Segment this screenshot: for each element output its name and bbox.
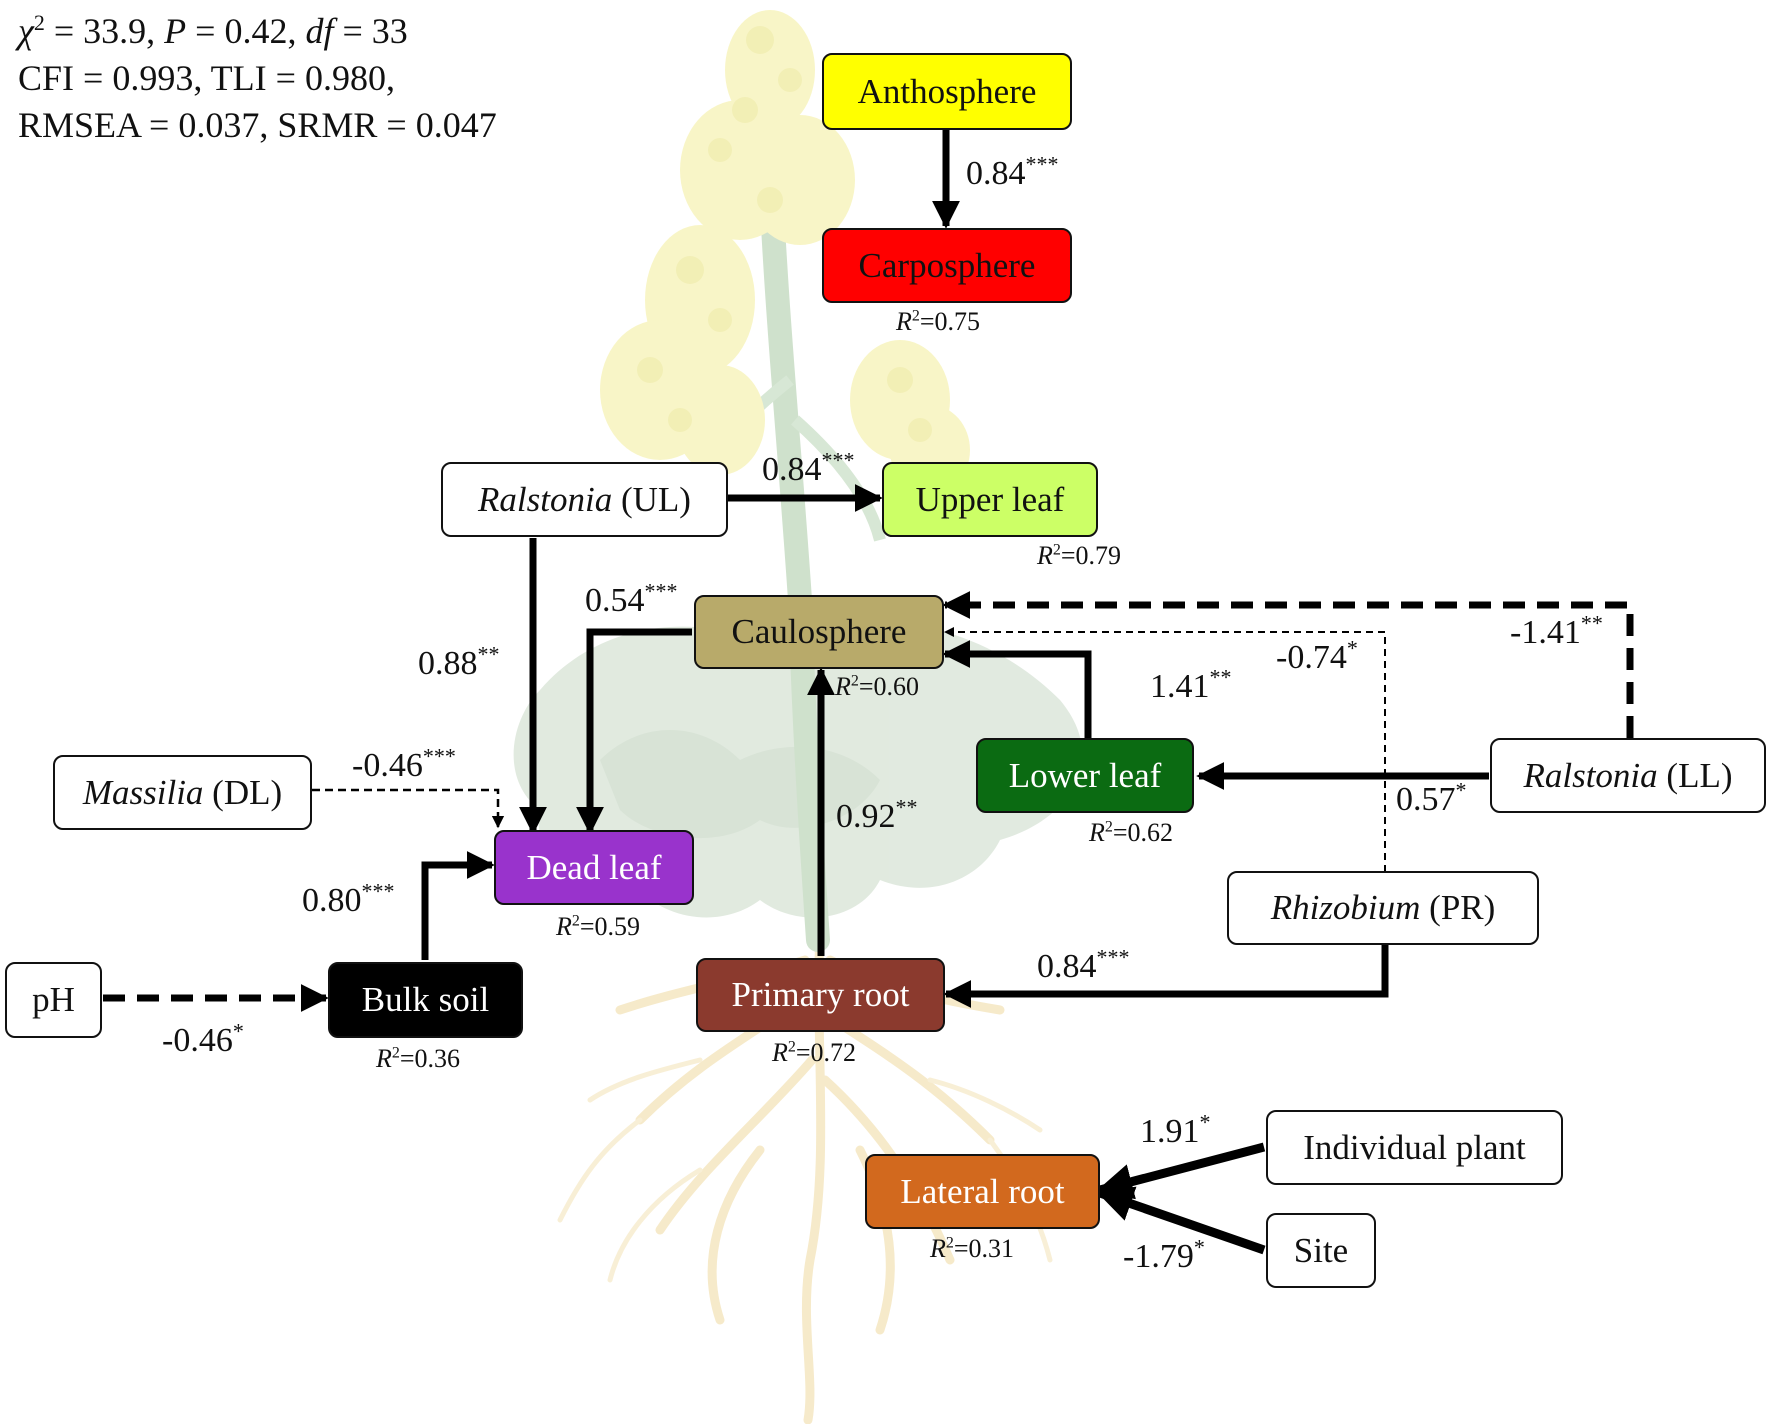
arrow-bulk-soil-dead-leaf [421,851,495,960]
node-dead-leaf: Dead leaf [494,830,694,905]
arrow-site-lateral-root [1096,1186,1266,1255]
node-upper-leaf: Upper leaf [882,462,1098,537]
coef-rhizobium-primary-root: 0.84*** [1037,944,1130,985]
node-lower-leaf: Lower leaf [976,738,1194,813]
coef-site-lateral-root: -1.79* [1123,1234,1205,1275]
coef-ralstonia-ul-dead-leaf: 0.88** [418,641,500,682]
r2-bulk-soil: R2=0.36 [376,1044,461,1073]
node-bulk-soil: Bulk soil [328,962,523,1038]
node-site: Site [1266,1213,1376,1288]
r2-lateral-root: R2=0.31 [930,1234,1015,1263]
coef-individual-plant-lateral-root: 1.91* [1140,1109,1211,1150]
coef-ralstonia-ll-caulosphere: -1.41** [1510,610,1603,651]
r2-carposphere: R2=0.75 [896,307,981,336]
node-ralstonia-ll: Ralstonia (LL) [1490,738,1766,813]
arrow-lower-leaf-caulosphere [942,640,1092,738]
node-carposphere: Carposphere [822,228,1072,303]
node-primary-root: Primary root [696,958,945,1032]
arrow-rhizobium-caulosphere [944,627,1386,872]
node-rhizobium-pr: Rhizobium (PR) [1227,871,1539,945]
coef-ralstonia-ll-lower-leaf: 0.57* [1396,777,1467,818]
node-massilia-dl: Massilia (DL) [53,755,312,830]
coef-massilia-dead-leaf: -0.46*** [352,743,456,784]
coef-ralstonia-ul-upper-leaf: 0.84*** [762,447,855,488]
fit-line-1: χ2 = 33.9, P = 0.42, df = 33 [18,10,408,51]
fit-line-2: CFI = 0.993, TLI = 0.980, [18,58,395,98]
arrow-ralstonia-ll-caulosphere [942,591,1634,738]
fit-line-3: RMSEA = 0.037, SRMR = 0.047 [18,105,497,145]
r2-primary-root: R2=0.72 [772,1038,857,1067]
coef-lower-leaf-caulosphere: 1.41** [1150,664,1232,705]
node-caulosphere: Caulosphere [694,595,944,669]
arrow-rhizobium-primary-root [943,945,1389,1008]
node-anthosphere: Anthosphere [822,53,1072,130]
r2-lower-leaf: R2=0.62 [1089,818,1174,847]
r2-upper-leaf: R2=0.79 [1037,541,1122,570]
coef-rhizobium-caulosphere: -0.74* [1276,635,1358,676]
coef-bulk-soil-dead-leaf: 0.80*** [302,878,395,919]
coef-anthosphere-carposphere: 0.84*** [966,151,1059,192]
arrow-massilia-dead-leaf [312,788,505,829]
coef-caulosphere-dead-leaf: 0.54*** [585,578,678,619]
arrow-caulosphere-dead-leaf [576,628,692,835]
node-ph: pH [5,962,102,1038]
coef-ph-bulk-soil: -0.46* [162,1018,244,1059]
node-ralstonia-ul: Ralstonia (UL) [441,462,728,537]
r2-caulosphere: R2=0.60 [835,672,920,701]
r2-dead-leaf: R2=0.59 [556,912,641,941]
coef-primary-root-caulosphere: 0.92** [836,794,918,835]
node-lateral-root: Lateral root [865,1154,1100,1229]
arrow-individual-plant-lateral-root [1096,1142,1266,1200]
node-individual-plant: Individual plant [1266,1110,1563,1185]
model-fit-statistics: χ2 = 33.9, P = 0.42, df = 33 CFI = 0.993… [18,8,497,149]
